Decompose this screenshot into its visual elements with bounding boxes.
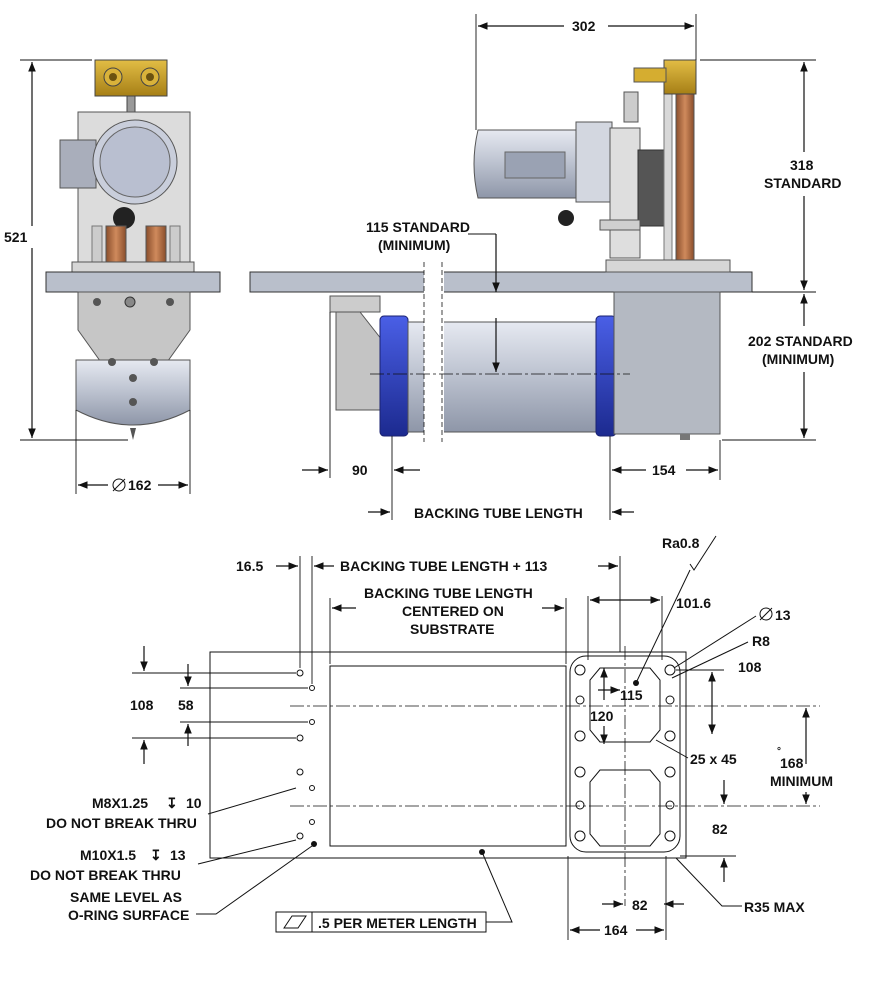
same-level-1: SAME LEVEL AS bbox=[70, 889, 182, 905]
dim-318: 318 bbox=[790, 157, 814, 173]
dim-115: 115 bbox=[620, 687, 643, 703]
m10-depth: 13 bbox=[170, 847, 186, 863]
counterbore-symbol: ↧ bbox=[166, 795, 178, 811]
dim-101-6: 101.6 bbox=[676, 595, 711, 611]
btl-centered-2: CENTERED ON bbox=[402, 603, 504, 619]
dim-90: 90 bbox=[352, 462, 368, 478]
side-brass-fitting bbox=[663, 59, 697, 95]
flange-pocket bbox=[569, 655, 681, 853]
m8-note: DO NOT BREAK THRU bbox=[46, 815, 197, 831]
dim-108-left: 108 bbox=[130, 697, 154, 713]
dim-202: 202 STANDARD bbox=[748, 333, 853, 349]
side-copper-tube bbox=[675, 91, 695, 263]
side-view-plate bbox=[249, 271, 753, 293]
dim-162: 162 bbox=[128, 477, 152, 493]
dim-120: 120 bbox=[590, 708, 614, 724]
dim-202-note: (MINIMUM) bbox=[762, 351, 834, 367]
dim-58: 58 bbox=[178, 697, 194, 713]
end-view-plate bbox=[45, 271, 221, 293]
dim-r35: R35 MAX bbox=[744, 899, 805, 915]
diameter-symbol bbox=[112, 478, 126, 492]
dim-108-right: 108 bbox=[738, 659, 762, 675]
substrate-outline bbox=[209, 651, 687, 859]
blue-flange-left bbox=[379, 315, 409, 437]
flatness-icon bbox=[283, 915, 307, 929]
counterbore-symbol: ↧ bbox=[150, 847, 162, 863]
dim-82-horizontal: 82 bbox=[632, 897, 648, 913]
dim-521: 521 bbox=[4, 229, 28, 245]
m8-callout: M8X1.25 bbox=[92, 795, 148, 811]
chamfer-25x45: 25 x 45 bbox=[690, 751, 737, 767]
svg-text:°: ° bbox=[777, 746, 781, 757]
mounting-layout: 16.5 BACKING TUBE LENGTH + 113 BACKING T… bbox=[30, 535, 833, 940]
dim-btl-113: BACKING TUBE LENGTH + 113 bbox=[340, 558, 548, 574]
dim-82-vertical: 82 bbox=[712, 821, 728, 837]
dim-16-5: 16.5 bbox=[236, 558, 263, 574]
backing-tube-length: BACKING TUBE LENGTH bbox=[414, 505, 583, 521]
dim-164: 164 bbox=[604, 922, 628, 938]
diameter-symbol bbox=[759, 607, 773, 621]
dim-154: 154 bbox=[652, 462, 676, 478]
dim-318-note: STANDARD bbox=[764, 175, 842, 191]
dim-168: 168 bbox=[780, 755, 804, 771]
dim-302: 302 bbox=[572, 18, 596, 34]
knob bbox=[113, 207, 135, 229]
m10-note: DO NOT BREAK THRU bbox=[30, 867, 181, 883]
flatness-value: .5 PER METER LENGTH bbox=[318, 915, 477, 931]
backing-tube-window bbox=[329, 665, 567, 847]
m10-callout: M10X1.5 bbox=[80, 847, 136, 863]
dim-168-note: MINIMUM bbox=[770, 773, 833, 789]
dim-13: 13 bbox=[775, 607, 791, 623]
same-level-2: O-RING SURFACE bbox=[68, 907, 189, 923]
end-view: 521 162 bbox=[4, 59, 221, 494]
dim-r8: R8 bbox=[752, 633, 770, 649]
btl-centered-1: BACKING TUBE LENGTH bbox=[364, 585, 533, 601]
dim-115-note: (MINIMUM) bbox=[378, 237, 450, 253]
side-view: 302 318 STANDARD 202 STANDARD (MINIMUM) … bbox=[249, 14, 853, 521]
dim-115-standard: 115 STANDARD bbox=[366, 219, 470, 235]
blue-flange-right bbox=[595, 315, 617, 437]
btl-centered-3: SUBSTRATE bbox=[410, 621, 495, 637]
m8-depth: 10 bbox=[186, 795, 202, 811]
surface-finish-ra: Ra0.8 bbox=[662, 535, 700, 551]
